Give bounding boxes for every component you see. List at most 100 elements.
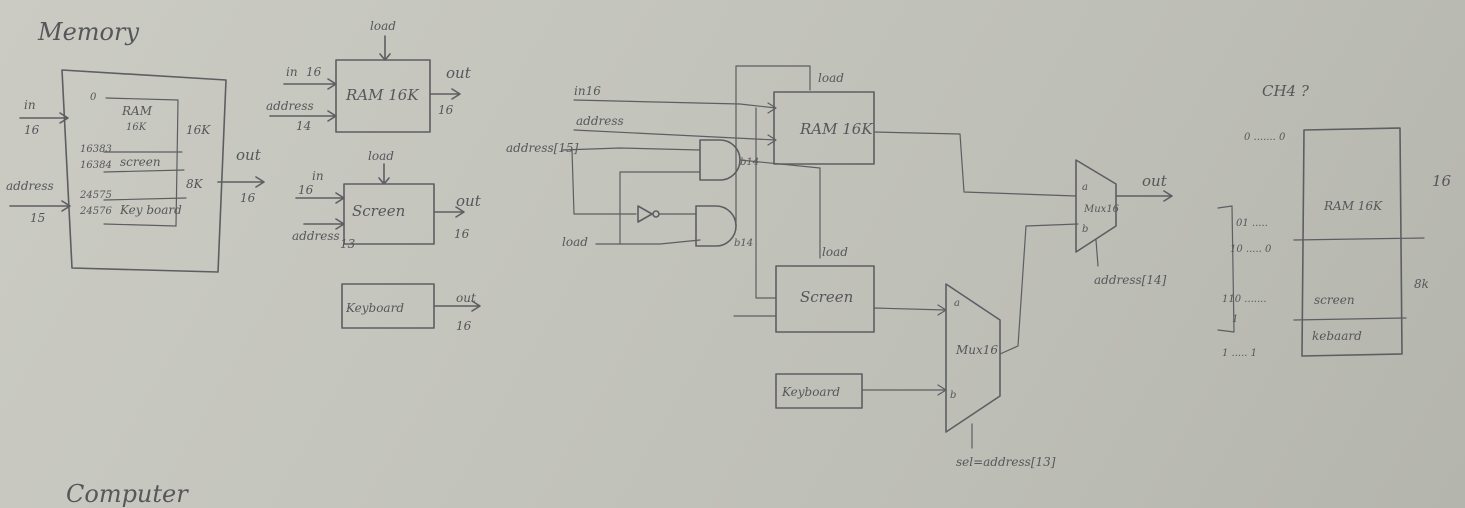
ram16k-address-label: address: [266, 99, 314, 113]
ram16k-address-arrow: [269, 110, 337, 122]
computer-title: Computer: [66, 480, 189, 508]
map-bracket: [1217, 205, 1235, 333]
circuit-ram-load-label: load: [818, 71, 844, 85]
ram16k-in-width: 16: [306, 65, 322, 79]
memory-out-width: 16: [240, 191, 256, 205]
map-size-16: 16: [1432, 172, 1452, 190]
map-divider-1: [1293, 237, 1425, 241]
circuit-mux-name: Mux16: [955, 343, 998, 357]
circuit-in-label: in16: [574, 84, 601, 98]
ram16k-load-label: load: [370, 19, 396, 33]
screen-in-arrow: [295, 192, 345, 204]
screen-load-label: load: [368, 149, 394, 163]
screen-out-width: 16: [454, 227, 470, 241]
memory-zero: 0: [90, 92, 97, 103]
screen-out-label: out: [456, 192, 482, 210]
memory-address-arrow: [9, 200, 71, 212]
gate2-out-wire: [735, 65, 811, 227]
memory-screen-label: screen: [120, 155, 161, 169]
memory-address-width: 15: [30, 211, 45, 225]
map-keyboard-label: kebaard: [1312, 329, 1362, 343]
screen-box: [343, 183, 435, 245]
memory-in-label: in: [24, 98, 36, 112]
circuit-mux-sel-label: sel=address[13]: [956, 455, 1056, 469]
circuit-mux-b-label: b: [950, 390, 956, 401]
map-divider-2: [1293, 317, 1407, 321]
map-box: [1301, 127, 1403, 357]
keyboard-out-arrow: [433, 300, 481, 312]
ram16k-out-width: 16: [438, 103, 454, 117]
ram16k-address-width: 14: [296, 119, 311, 133]
screen-address-arrow: [303, 218, 345, 230]
circuit-mux2-name: Mux16: [1083, 204, 1120, 215]
circuit-mux-upper: [1075, 159, 1117, 253]
memory-size-16k: 16K: [186, 123, 211, 137]
circuit-address-wire: [573, 129, 777, 146]
memory-size-8k: 8K: [186, 177, 204, 191]
ram16k-box: [335, 59, 431, 133]
not-gate-bubble: [652, 210, 660, 218]
circuit-load-branch: [619, 171, 701, 245]
screen-out-arrow: [433, 206, 465, 218]
circuit-load-wire: [595, 239, 701, 245]
ram16k-load-arrow: [379, 35, 391, 61]
memory-box: [61, 69, 227, 273]
circuit-address-top-label: address: [576, 114, 624, 128]
circuit-keyboard-box: [775, 373, 863, 409]
circuit-load-label: load: [562, 235, 588, 249]
memory-map: CH4 ? 0 ....... 0 RAM 16K 16 01 ..... 10…: [1217, 82, 1452, 359]
memory-in-arrow: [19, 112, 69, 124]
circuit-ram-out-wire: [873, 131, 1077, 197]
screen-load-arrow: [378, 163, 390, 185]
memory-divider-2: [103, 169, 185, 173]
memory-divider-3: [103, 197, 187, 201]
circuit-in-wire: [573, 99, 777, 114]
map-screen-label: screen: [1314, 293, 1355, 307]
circuit-mux-out-wire: [999, 223, 1079, 355]
ram16k-in-label: in: [286, 65, 298, 79]
screen-chip: load Screen in 16 address 13 out 16: [292, 149, 482, 251]
memory-title: Memory: [37, 18, 139, 46]
circuit-screen-in-wire: [733, 107, 777, 317]
circuit-keyboard-name: Keyboard: [781, 385, 840, 399]
memory-out-label: out: [236, 146, 262, 164]
memory-addr-16383: 16383: [80, 144, 112, 155]
memory-section: Memory in 16 address 15 0 RAM 16K 16383 …: [6, 18, 265, 273]
circuit-screen-out-wire: [873, 304, 947, 316]
circuit-mux-lower: [945, 283, 1001, 433]
memory-address-label: address: [6, 179, 54, 193]
ram16k-out-arrow: [429, 88, 461, 100]
circuit-ram-box: [773, 91, 875, 165]
circuit-keyboard-out-wire: [861, 384, 947, 396]
circuit-screen-load-label: load: [822, 245, 848, 259]
and-gate-1: [699, 139, 741, 181]
circuit: in16 address address[15] load b14 b14 lo…: [506, 65, 1173, 469]
screen-address-width: 13: [340, 237, 356, 251]
keyboard-out-width: 16: [456, 319, 472, 333]
memory-addr-24576: 24576: [79, 206, 112, 217]
memory-addr-16384: 16384: [80, 160, 112, 171]
screen-in-label: in: [312, 169, 324, 183]
circuit-mux-a-label: a: [954, 298, 960, 309]
circuit-out-label: out: [1142, 172, 1168, 190]
keyboard-chip: Keyboard out 16: [341, 283, 481, 333]
screen-address-label: address: [292, 229, 340, 243]
keyboard-name: Keyboard: [345, 301, 404, 315]
circuit-screen-name: Screen: [800, 288, 853, 306]
map-row-10: 10 ..... 0: [1230, 244, 1272, 255]
keyboard-out-label: out: [456, 291, 476, 305]
map-row-1a: 1: [1232, 314, 1238, 325]
screen-name: Screen: [352, 202, 405, 220]
map-row-110: 110 .......: [1222, 294, 1267, 305]
memory-in-width: 16: [24, 123, 40, 137]
map-title: CH4 ?: [1262, 82, 1310, 100]
memory-ram-inner: [103, 97, 179, 227]
memory-ram-label: RAM: [121, 104, 153, 118]
circuit-address-down: [571, 149, 637, 215]
circuit-mux2-b-label: b: [1082, 224, 1088, 235]
circuit-mux2-sel-wire: [1095, 239, 1099, 267]
ram16k-chip: load RAM 16K in 16 address 14 out 16: [266, 19, 472, 133]
ram16k-out-label: out: [446, 64, 472, 82]
map-row-bottom: 1 ..... 1: [1222, 348, 1257, 359]
